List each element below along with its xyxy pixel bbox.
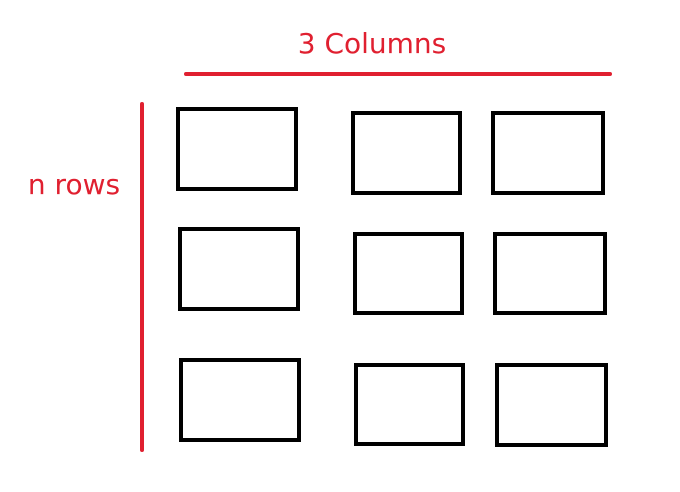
grid-box — [179, 358, 301, 442]
grid-box — [495, 363, 608, 447]
rows-label: n rows — [28, 168, 120, 201]
columns-label: 3 Columns — [298, 27, 447, 60]
grid-box — [354, 363, 465, 446]
grid-box — [353, 232, 464, 315]
grid-box — [491, 111, 605, 195]
grid-box — [176, 107, 298, 191]
grid-box — [493, 232, 607, 315]
grid-box — [351, 111, 462, 195]
box-grid — [176, 107, 608, 447]
grid-box — [178, 227, 300, 311]
